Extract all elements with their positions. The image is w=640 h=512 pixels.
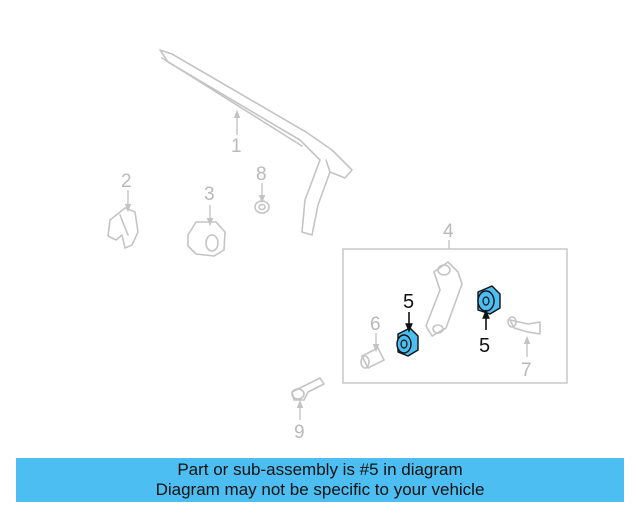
callout-3: 3 [204, 184, 215, 205]
link-bushing-right-part [477, 285, 501, 315]
callout-4: 4 [443, 221, 454, 242]
banner-line-2: Diagram may not be specific to your vehi… [155, 480, 485, 499]
link-bushing-left-part [396, 327, 419, 357]
nut-part [254, 200, 270, 214]
callout-8: 8 [256, 164, 267, 185]
callout-9: 9 [294, 422, 305, 443]
sleeve-part [360, 347, 385, 369]
banner-line-1: Part or sub-assembly is #5 in diagram [177, 460, 463, 479]
mount-bolt-part [291, 377, 325, 401]
link-assembly-box [342, 248, 568, 384]
stabilizer-bar-part [159, 49, 353, 236]
bushing-part [187, 221, 226, 257]
callout-6: 6 [370, 314, 381, 335]
bracket-part [107, 207, 139, 249]
info-banner: Part or sub-assembly is #5 in diagram Di… [16, 458, 624, 502]
callout-1: 1 [231, 136, 242, 157]
callout-5-left: 5 [403, 291, 414, 313]
callout-5-right: 5 [479, 335, 490, 357]
link-bolt-part [507, 316, 541, 335]
stabilizer-link-part [425, 261, 463, 337]
callout-7: 7 [521, 360, 532, 381]
callout-2: 2 [121, 171, 132, 192]
